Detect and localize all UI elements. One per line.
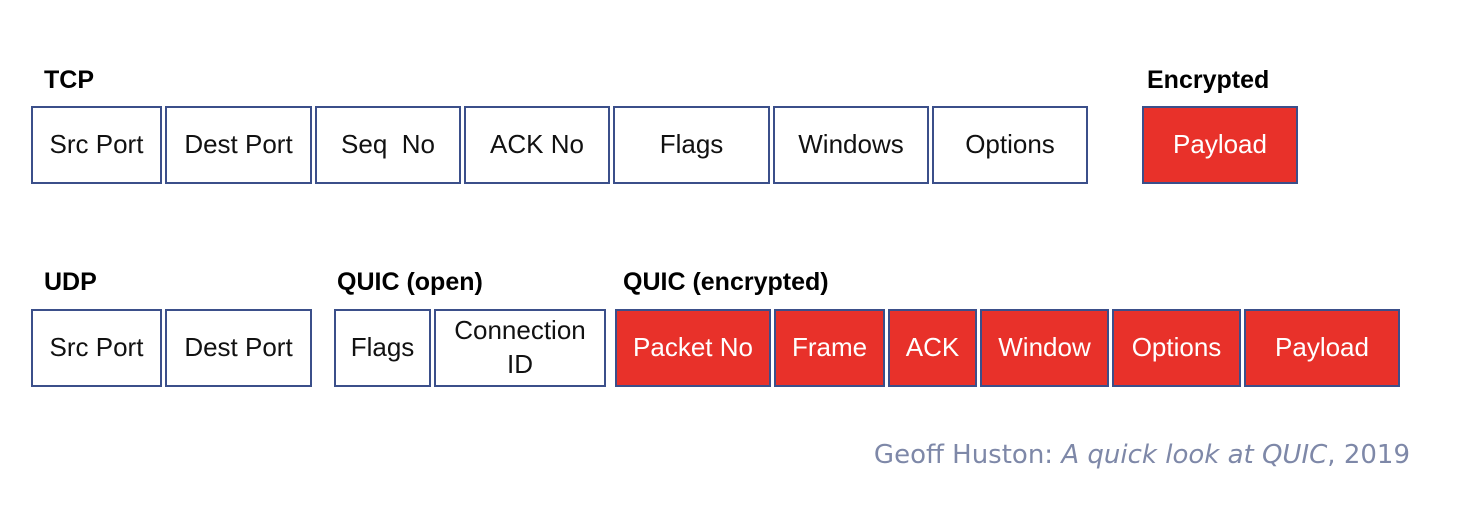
tcp-field-dest-port: Dest Port — [165, 106, 312, 184]
quic-enc-field-payload: Payload — [1244, 309, 1400, 387]
encrypted-field-payload: Payload — [1142, 106, 1298, 184]
quic-open-label: QUIC (open) — [337, 268, 483, 296]
quic-open-field-connection-id: Connection ID — [434, 309, 606, 387]
tcp-label: TCP — [44, 66, 94, 94]
quic-enc-field-options: Options — [1112, 309, 1241, 387]
udp-field-dest-port: Dest Port — [165, 309, 312, 387]
tcp-field-flags: Flags — [613, 106, 770, 184]
citation-title: A quick look at QUIC — [1061, 440, 1328, 470]
udp-label: UDP — [44, 268, 97, 296]
quic-enc-field-window: Window — [980, 309, 1109, 387]
tcp-field-src-port: Src Port — [31, 106, 162, 184]
tcp-field-windows: Windows — [773, 106, 929, 184]
citation-author: Geoff Huston: — [873, 440, 1062, 470]
citation: Geoff Huston: A quick look at QUIC, 2019 — [874, 440, 1410, 471]
tcp-field-ack-no: ACK No — [464, 106, 610, 184]
quic-encrypted-label: QUIC (encrypted) — [623, 268, 829, 296]
quic-open-field-flags: Flags — [334, 309, 431, 387]
quic-enc-field-ack: ACK — [888, 309, 977, 387]
quic-enc-field-packet-no: Packet No — [615, 309, 771, 387]
tcp-field-seq-no: Seq No — [315, 106, 461, 184]
citation-year: , 2019 — [1327, 440, 1410, 470]
encrypted-label: Encrypted — [1147, 66, 1270, 94]
udp-field-src-port: Src Port — [31, 309, 162, 387]
quic-enc-field-frame: Frame — [774, 309, 885, 387]
tcp-field-options: Options — [932, 106, 1088, 184]
